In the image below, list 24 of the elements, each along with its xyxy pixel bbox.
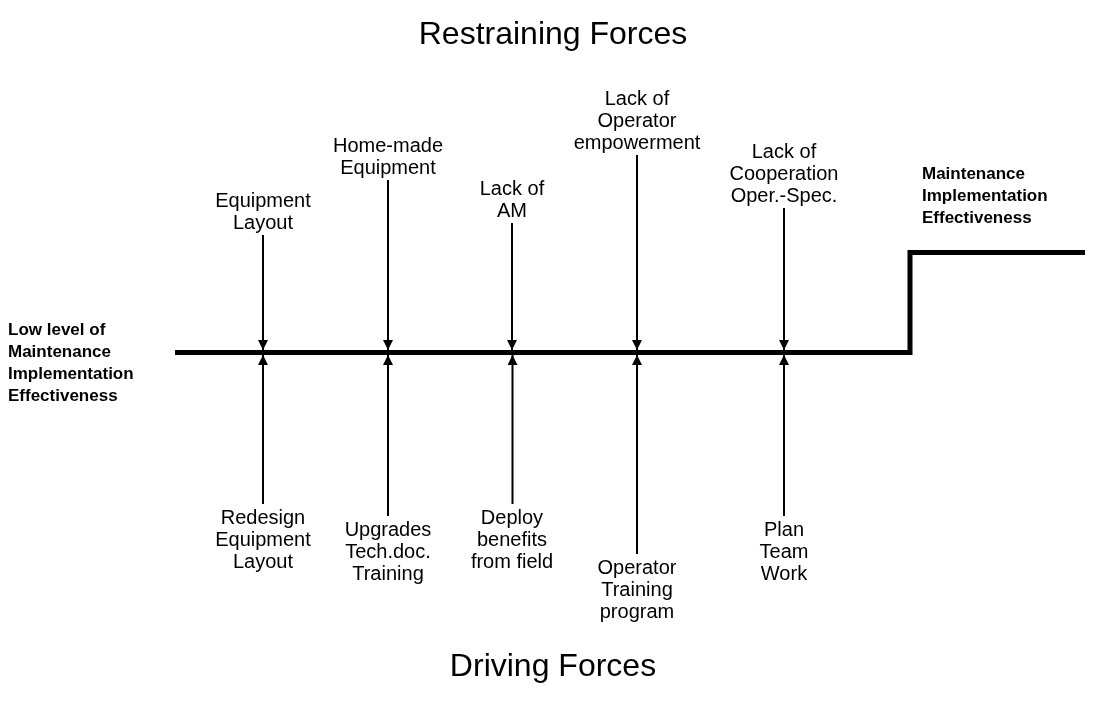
force-label: Plan Team Work — [754, 518, 814, 584]
force-label: Redesign Equipment Layout — [208, 506, 318, 572]
heading: Restraining Forces — [417, 14, 689, 52]
force-arrow — [507, 222, 517, 351]
force-label: Upgrades Tech.doc. Training — [338, 518, 438, 584]
force-arrow — [779, 354, 789, 517]
state-label: Low level of Maintenance Implementation Effectiveness — [8, 319, 135, 407]
force-arrow — [507, 354, 518, 505]
force-label: Home-made Equipment — [328, 134, 448, 178]
force-label: Operator Training program — [587, 556, 687, 622]
force-arrow — [632, 354, 642, 555]
heading: Driving Forces — [448, 646, 658, 684]
force-arrow — [258, 234, 268, 351]
force-arrow — [258, 354, 268, 505]
force-label: Equipment Layout — [208, 189, 318, 233]
force-label: Lack of AM — [472, 177, 552, 221]
force-label: Lack of Operator empowerment — [567, 87, 707, 153]
force-label: Deploy benefits from field — [454, 506, 570, 572]
force-arrow — [383, 354, 393, 517]
force-arrow — [383, 179, 393, 351]
state-label: Maintenance Implementation Effectiveness — [922, 163, 1049, 229]
force-arrow — [779, 207, 789, 351]
force-arrow — [632, 154, 642, 351]
force-label: Lack of Cooperation Oper.-Spec. — [724, 140, 844, 206]
